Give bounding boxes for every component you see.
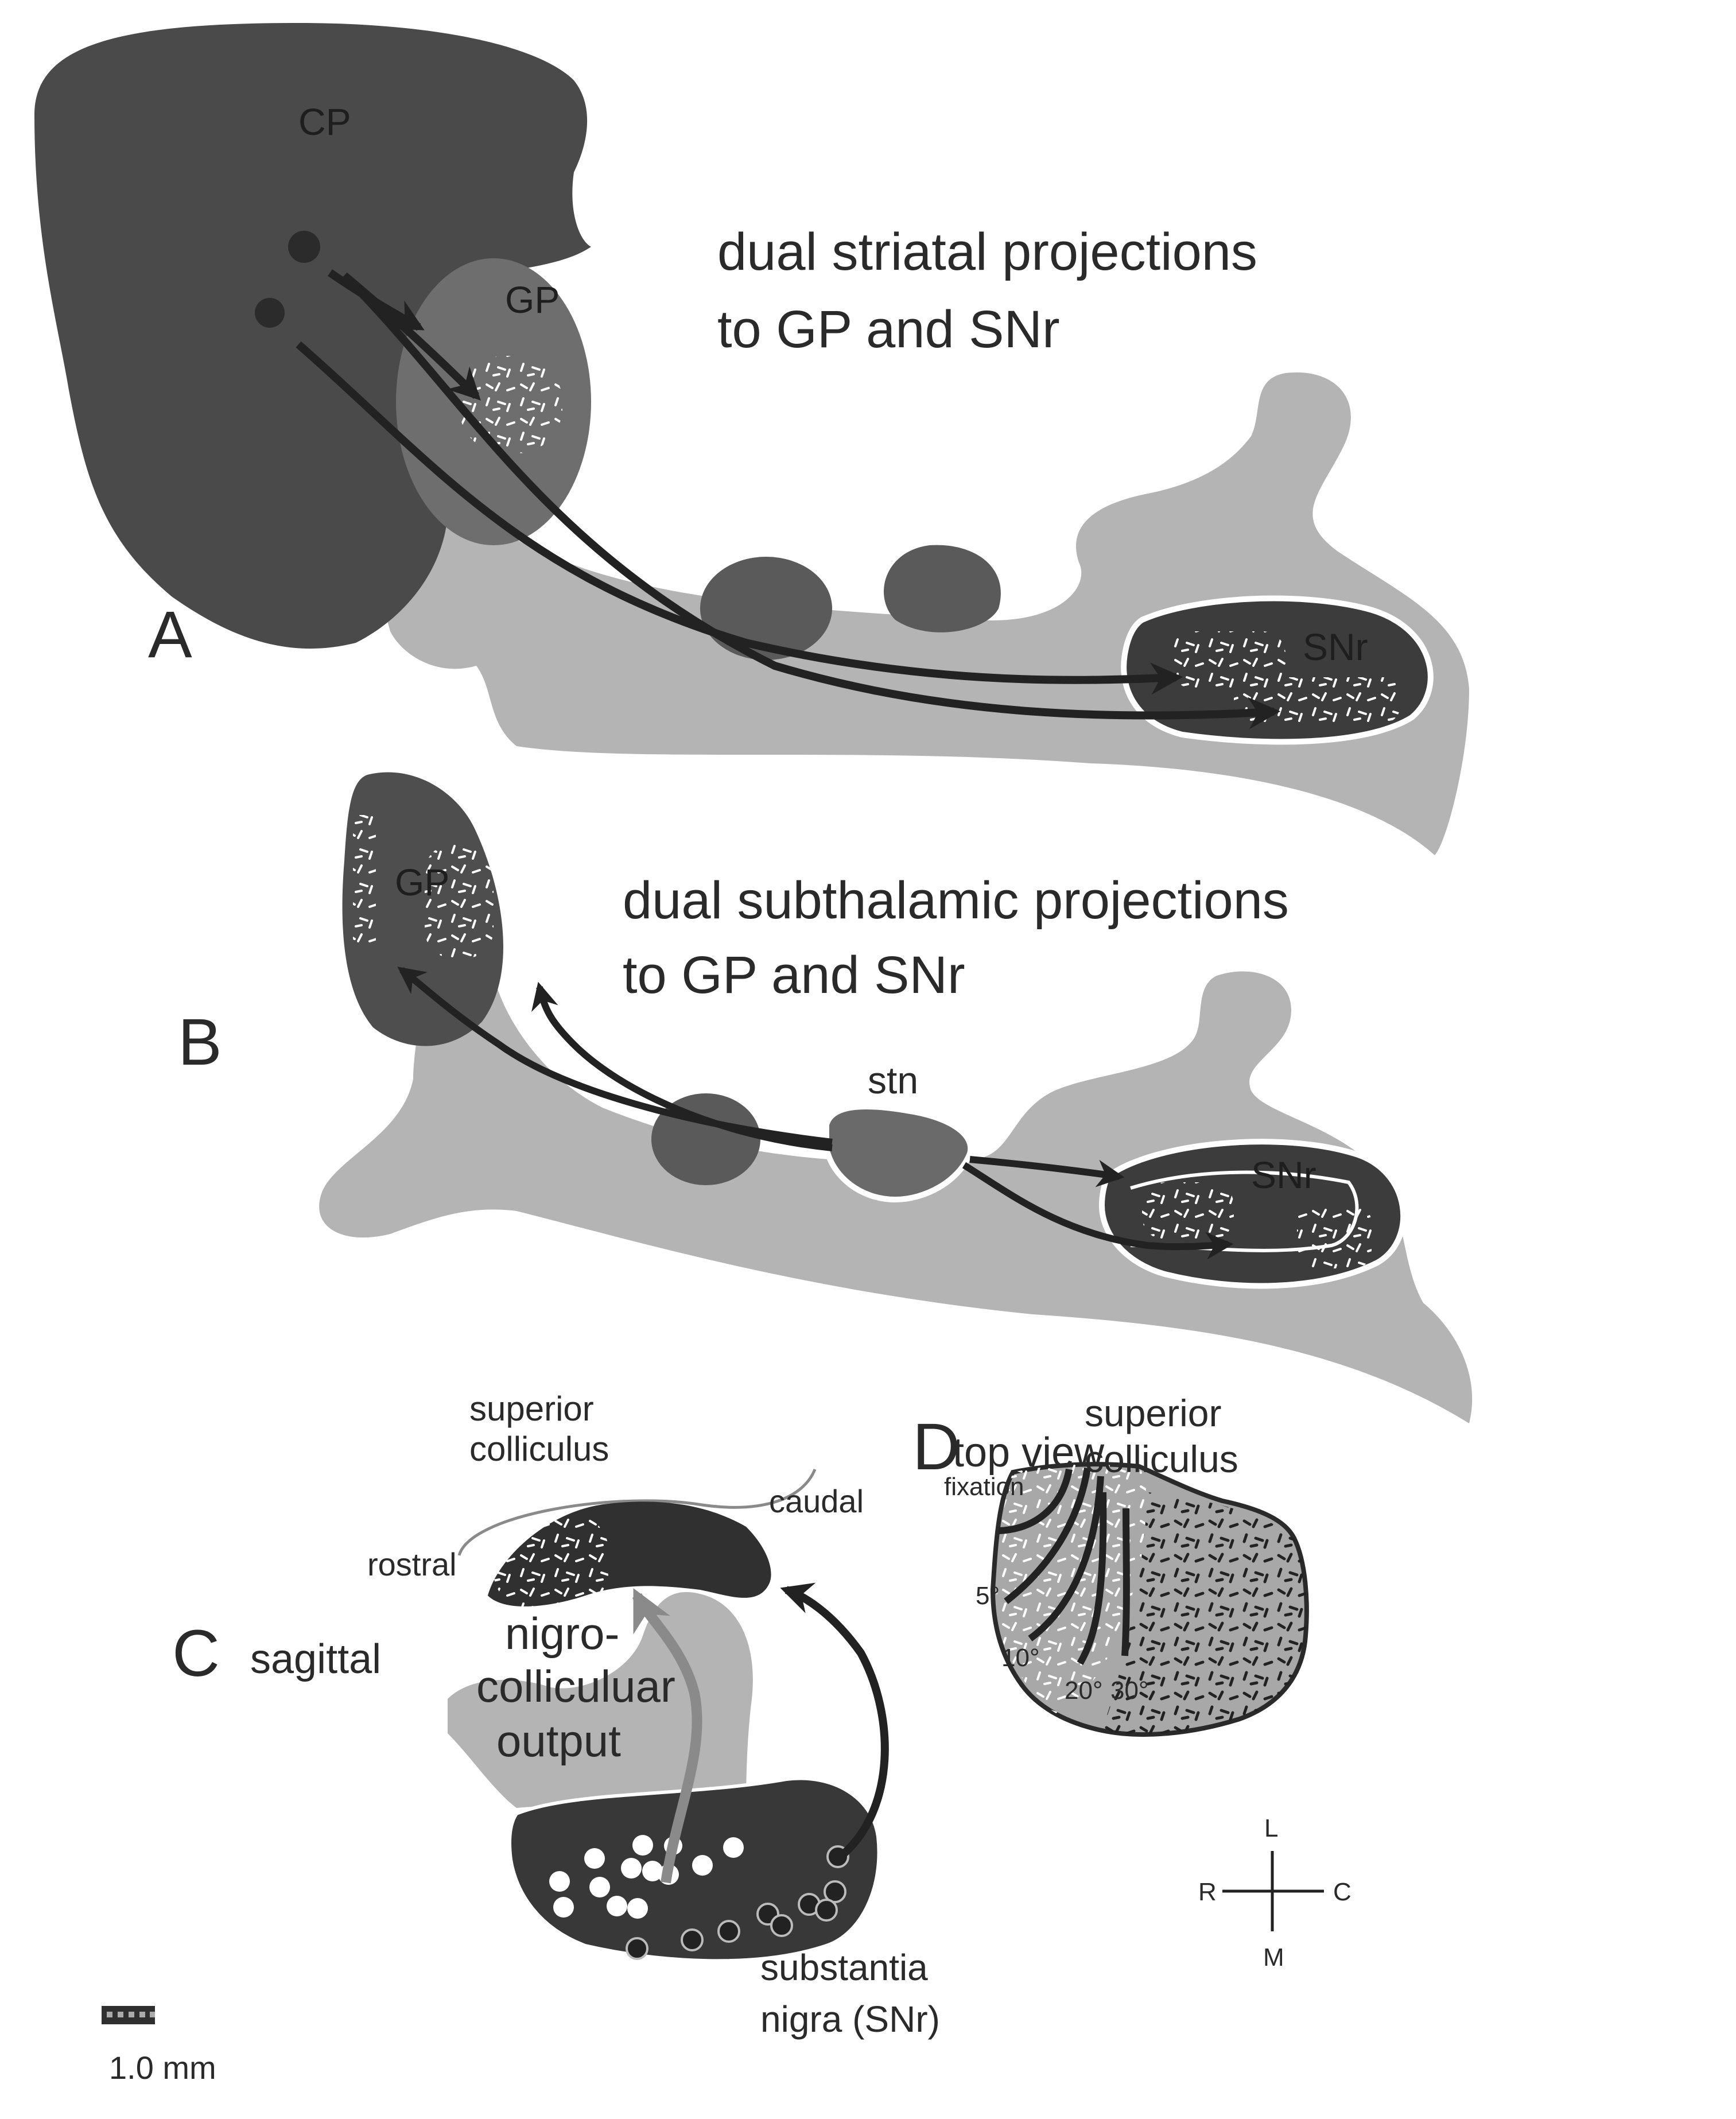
orientation-compass: L M R C xyxy=(1198,1814,1351,1971)
isoline-30deg xyxy=(1121,1508,1130,1656)
neuron-dark xyxy=(770,1914,793,1937)
neuron-dark xyxy=(626,1937,648,1960)
sc-rostral-pattern xyxy=(494,1515,608,1607)
label-gp-b: GP xyxy=(395,861,449,903)
striatal-neuron-1 xyxy=(288,231,320,263)
label-sc-d-line2: colliculus xyxy=(1085,1438,1238,1480)
neuron-white xyxy=(549,1871,570,1892)
neuron-white xyxy=(621,1858,642,1879)
label-ecc-20: 20° xyxy=(1065,1676,1103,1705)
label-rostral: rostral xyxy=(367,1546,457,1582)
cp-structure xyxy=(34,23,591,649)
snr-fiber-pattern-a xyxy=(1171,631,1286,689)
label-caudal: caudal xyxy=(769,1483,864,1519)
scale-bar-segment xyxy=(107,2012,112,2017)
compass-label-right: C xyxy=(1333,1878,1351,1906)
blob-a-2 xyxy=(884,545,1001,632)
scale-bar-label: 1.0 mm xyxy=(109,2050,216,2086)
label-stn: stn xyxy=(868,1059,918,1101)
neuron-white xyxy=(589,1877,610,1897)
gp-fiber-pattern-b xyxy=(425,844,494,958)
blob-a-1 xyxy=(700,557,832,660)
neuron-white xyxy=(692,1855,713,1876)
panel-a-title-line2: to GP and SNr xyxy=(717,300,1060,359)
gp-fiber-pattern-a xyxy=(459,356,562,453)
neuron-dark xyxy=(717,1920,740,1943)
compass-label-left: R xyxy=(1198,1878,1217,1906)
stn-structure xyxy=(824,1104,974,1203)
neuron-white xyxy=(627,1898,648,1919)
label-sc-d-line1: superior xyxy=(1085,1392,1221,1434)
label-sn-line2: nigra (SNr) xyxy=(760,1998,940,2040)
panel-a: CP GP SNr A dual striatal projections to… xyxy=(34,23,1469,855)
arrow-stn-to-snr-1 xyxy=(969,1156,1125,1187)
gp-fiber-pattern-b2 xyxy=(353,815,376,947)
compass-label-bottom: M xyxy=(1263,1943,1284,1971)
panel-letter-b: B xyxy=(178,1006,222,1079)
neuron-white xyxy=(553,1897,574,1918)
striatal-neuron-2 xyxy=(255,298,285,328)
arrow-nigro-collicular-rostral xyxy=(632,1588,702,1884)
sc-sagittal-outline xyxy=(457,1469,817,1556)
snr-fiber-pattern-b2 xyxy=(1297,1205,1372,1268)
dark-neurons xyxy=(626,1845,849,1960)
arrow-striatal-to-snr-2 xyxy=(341,273,1281,729)
sc-caudal-zone-pattern xyxy=(1102,1492,1307,1735)
isoline-20deg xyxy=(1077,1492,1107,1666)
scale-bar-segment xyxy=(150,2012,155,2017)
gp-structure-b xyxy=(342,772,504,1046)
panel-letter-a: A xyxy=(148,598,192,672)
arrow-stn-to-gp-2 xyxy=(531,981,833,1151)
label-output-line1: nigro- xyxy=(505,1608,619,1659)
neuron-white xyxy=(642,1861,663,1881)
panel-a-title-line1: dual striatal projections xyxy=(717,223,1257,281)
isoline-fixation xyxy=(998,1468,1073,1534)
neuron-white xyxy=(607,1896,627,1916)
scale-bar-segment xyxy=(118,2012,123,2017)
label-output-line3: output xyxy=(496,1716,621,1766)
neuron-dark xyxy=(815,1899,838,1922)
panel-b-title-line2: to GP and SNr xyxy=(623,946,965,1004)
scale-bar: 1.0 mm xyxy=(102,2006,216,2086)
label-snr-b: SNr xyxy=(1251,1154,1316,1196)
label-ecc-10: 10° xyxy=(1001,1644,1040,1672)
label-output-line2: colliculuar xyxy=(476,1661,675,1712)
neuron-white xyxy=(584,1848,605,1869)
neuron-white xyxy=(723,1837,744,1858)
compass-label-top: L xyxy=(1264,1814,1278,1842)
isoline-5deg xyxy=(1004,1468,1091,1604)
arrow-stn-to-snr-2 xyxy=(962,1162,1234,1260)
snr-fiber-pattern-b xyxy=(1142,1182,1234,1240)
panel-c-view: sagittal xyxy=(250,1636,381,1682)
label-ecc-30: 30° xyxy=(1110,1676,1149,1705)
neuron-dark xyxy=(681,1928,704,1951)
panel-c: superior colliculus rostral caudal nigro… xyxy=(172,1390,940,2040)
label-snr-a: SNr xyxy=(1303,626,1368,668)
panel-letter-c: C xyxy=(172,1617,220,1690)
panel-b: GP stn SNr B dual subthalamic projection… xyxy=(178,772,1473,1423)
panel-d: D top view superior colliculus fixation … xyxy=(912,1392,1351,1971)
neuron-dark xyxy=(824,1880,846,1903)
label-sc-c-line1: superior xyxy=(469,1390,594,1428)
panel-letter-d: D xyxy=(912,1410,960,1484)
arrow-nigro-collicular-caudal xyxy=(780,1582,889,1857)
label-gp-a: GP xyxy=(505,278,560,321)
panel-b-title-line1: dual subthalamic projections xyxy=(623,871,1289,930)
label-sc-c-line2: colliculus xyxy=(469,1430,609,1468)
scale-bar-segment xyxy=(139,2012,145,2017)
neuron-white xyxy=(632,1835,653,1856)
panel-d-view: top view xyxy=(953,1430,1105,1476)
label-sn-line1: substantia xyxy=(760,1947,928,1988)
scale-bar-segment xyxy=(129,2012,134,2017)
label-ecc-5: 5° xyxy=(976,1582,1000,1610)
label-fixation: fixation xyxy=(944,1473,1024,1501)
label-cp: CP xyxy=(298,100,351,143)
isoline-10deg xyxy=(1028,1476,1104,1641)
